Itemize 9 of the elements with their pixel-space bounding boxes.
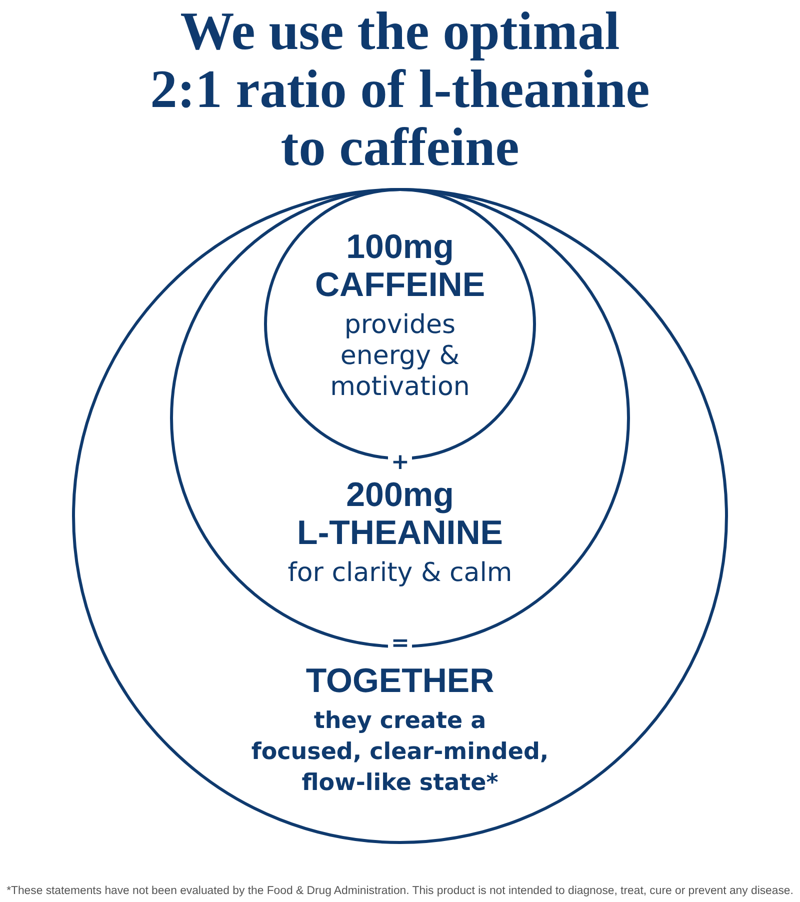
summary-text: they create a focused, clear-minded, flow-like state* xyxy=(250,707,550,798)
dose-heading: 100mg CAFFEINE xyxy=(314,228,486,304)
summary-heading: TOGETHER xyxy=(304,662,496,700)
description-text: for clarity & calm xyxy=(286,558,514,589)
disclaimer-footnote: *These statements have not been evaluated by the Food & Drug Administration. This product is not intended to diagnose, treat, cure or prevent any disease. xyxy=(6,884,794,898)
dose-heading: 200mg L-THEANINE xyxy=(296,476,504,552)
description-text: provides energy & motivation xyxy=(329,310,471,403)
title: We use the optimal 2:1 ratio of l-theanine to caffeine xyxy=(149,2,651,176)
circle-outline xyxy=(72,188,728,844)
